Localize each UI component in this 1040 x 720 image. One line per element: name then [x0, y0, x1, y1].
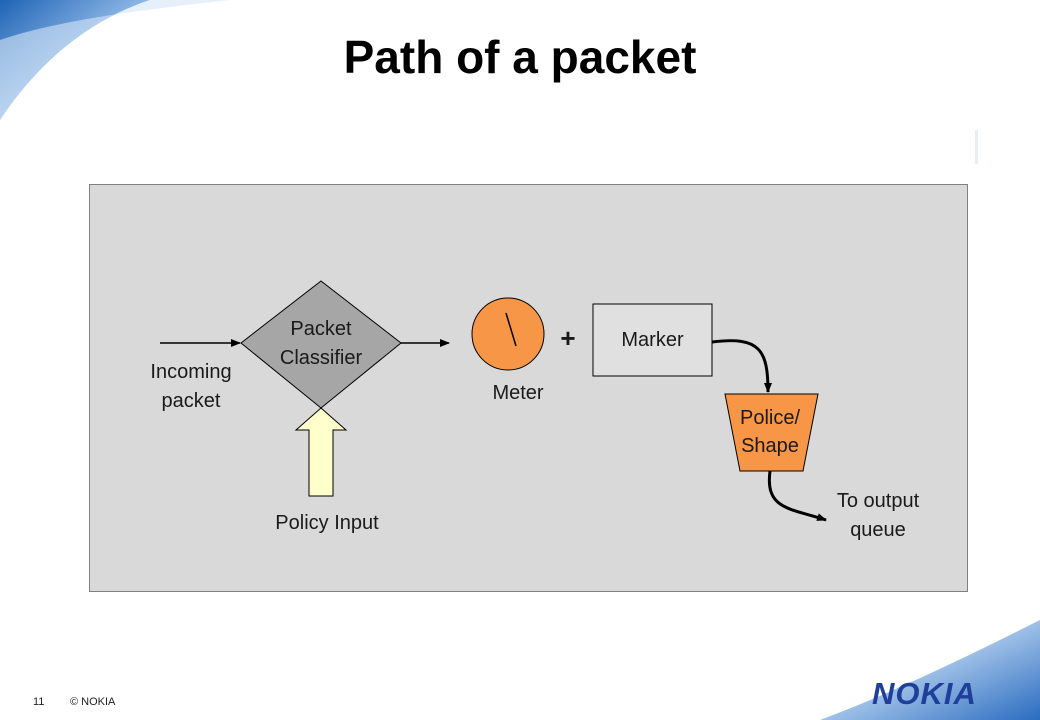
marker-label: Marker: [621, 329, 684, 351]
marker-to-police-arrow: [711, 339, 772, 393]
police-to-output-arrow: [767, 470, 827, 522]
output-queue-label: To output queue: [836, 490, 920, 541]
nokia-logo: NOKIA: [872, 676, 977, 711]
marker-box: [592, 303, 713, 377]
packet-classifier-label: Packet Classifier: [279, 318, 363, 369]
police-shape-label: Police/ Shape: [739, 407, 801, 457]
slide-title: Path of a packet: [343, 31, 697, 83]
top-left-swoosh-light: [0, 0, 230, 120]
copyright-text: © NOKIA: [70, 696, 116, 708]
diagram-panel: [89, 184, 968, 592]
meter-needle: [505, 312, 517, 347]
meter-circle: [471, 297, 545, 371]
meter-label: Meter: [492, 382, 544, 404]
bottom-right-swoosh: [820, 620, 1040, 720]
right-edge-strip: [975, 130, 978, 164]
page-number: 11: [33, 696, 45, 708]
police-shape-trapezoid: [724, 393, 819, 472]
plus-symbol: +: [560, 323, 576, 353]
incoming-packet-label: Incoming packet: [150, 361, 232, 412]
policy-input-label: Policy Input: [275, 512, 379, 534]
policy-input-arrow: [294, 407, 348, 497]
